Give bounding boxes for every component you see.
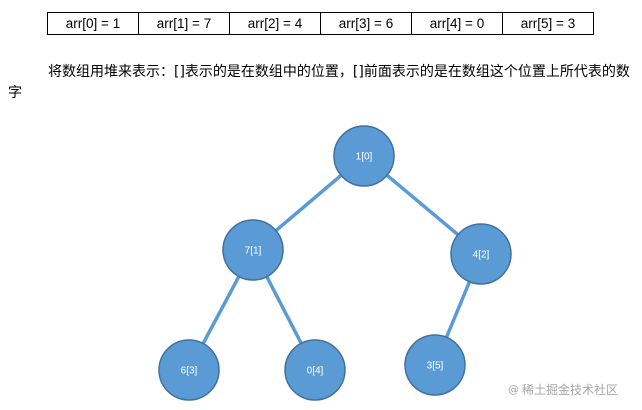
tree-node-circle [158,339,220,401]
array-row: arr[0] = 1 arr[1] = 7 arr[2] = 4 arr[3] … [47,12,594,35]
tree-node-circle [284,339,346,401]
tree-node-label: 4[2] [473,250,490,261]
tree-node-circle [333,125,395,187]
tree-node: 0[4] [284,339,346,401]
tree-node: 6[3] [158,339,220,401]
at-icon: @ [508,383,519,396]
tree-node-circle [222,219,284,281]
tree-node-label: 3[5] [427,361,444,372]
array-cell: arr[3] = 6 [320,12,412,35]
array-cell: arr[2] = 4 [229,12,321,35]
tree-nodes: 1[0] 7[1] 4[2] 6[3] 0[4] 3[5] [158,125,512,401]
tree-node: 1[0] [333,125,395,187]
tree-node-circle [450,223,512,285]
tree-node: 4[2] [450,223,512,285]
watermark-text: 稀土掘金技术社区 [522,383,619,397]
array-table: arr[0] = 1 arr[1] = 7 arr[2] = 4 arr[3] … [47,12,594,35]
tree-node: 7[1] [222,219,284,281]
tree-node: 3[5] [404,334,466,396]
tree-node-label: 1[0] [356,152,373,163]
watermark: @ 稀土掘金技术社区 [508,381,618,398]
array-cell: arr[0] = 1 [47,12,139,35]
description-text: 将数组用堆来表示：[]表示的是在数组中的位置，[]前面表示的是在数组这个位置上所… [8,64,630,101]
tree-node-circle [404,334,466,396]
array-cell: arr[5] = 3 [502,12,594,35]
tree-node-label: 7[1] [245,246,262,257]
array-cell: arr[4] = 0 [411,12,503,35]
tree-node-label: 6[3] [181,366,198,377]
tree-node-label: 0[4] [307,366,324,377]
